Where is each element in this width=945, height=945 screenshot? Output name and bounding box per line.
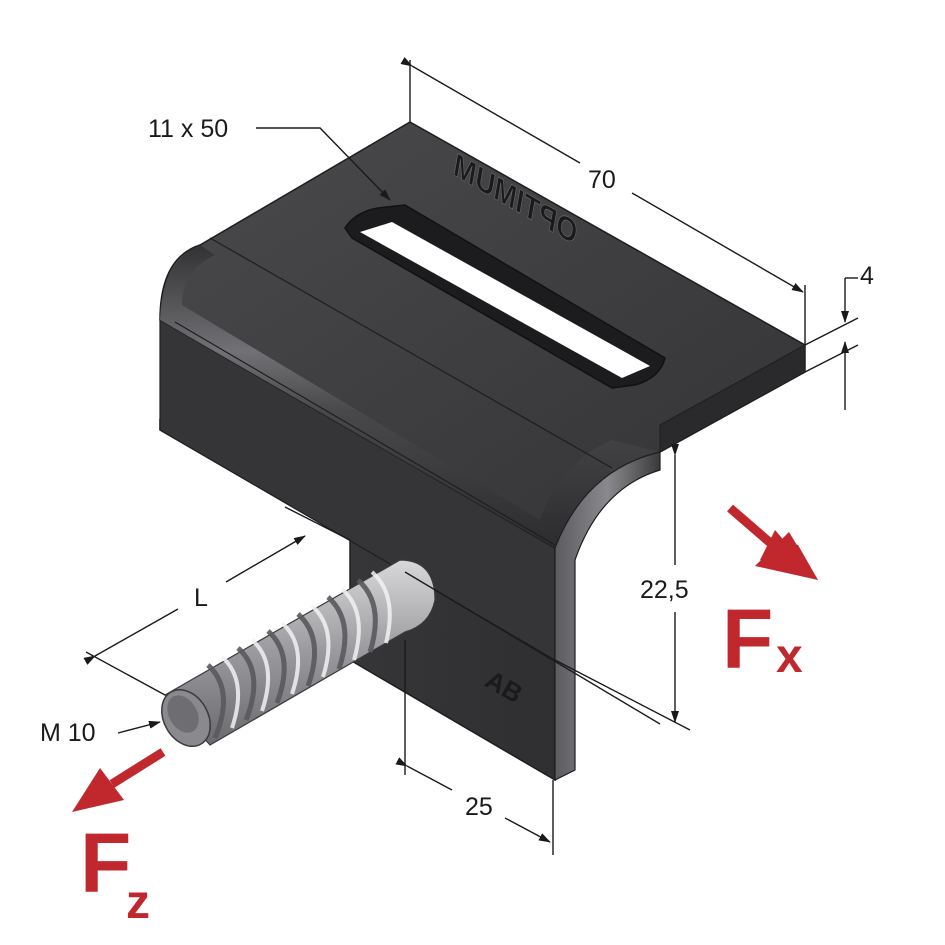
dim-height: 22,5 <box>640 576 689 604</box>
bolt-thread-highlights <box>220 570 392 729</box>
flange-side-edge <box>554 451 661 781</box>
dim-bolt-length: L <box>194 584 208 612</box>
force-fx-arrow <box>727 504 818 580</box>
dim-slot: 11 x 50 <box>148 115 228 143</box>
bend-line-top <box>209 237 613 469</box>
bend-line-low <box>174 321 556 546</box>
force-fx-main: F <box>722 592 773 686</box>
bolt-threads <box>206 578 378 739</box>
bracket-body <box>159 121 806 782</box>
threaded-bolt <box>161 559 436 747</box>
force-fx-sub: x <box>776 630 803 683</box>
force-fz-arrow <box>72 748 166 812</box>
bolt-end-inner <box>167 695 199 733</box>
bolt-shaft <box>164 559 436 746</box>
dimension-lines <box>83 57 859 855</box>
dim-width: 25 <box>465 793 493 821</box>
slot-opening <box>360 222 650 378</box>
force-fz-main: F <box>80 816 131 910</box>
dim-length: 70 <box>588 166 616 194</box>
force-fz-sub: z <box>126 876 150 929</box>
dim-thickness: 4 <box>860 262 874 290</box>
dim-thread: M 10 <box>40 719 96 747</box>
